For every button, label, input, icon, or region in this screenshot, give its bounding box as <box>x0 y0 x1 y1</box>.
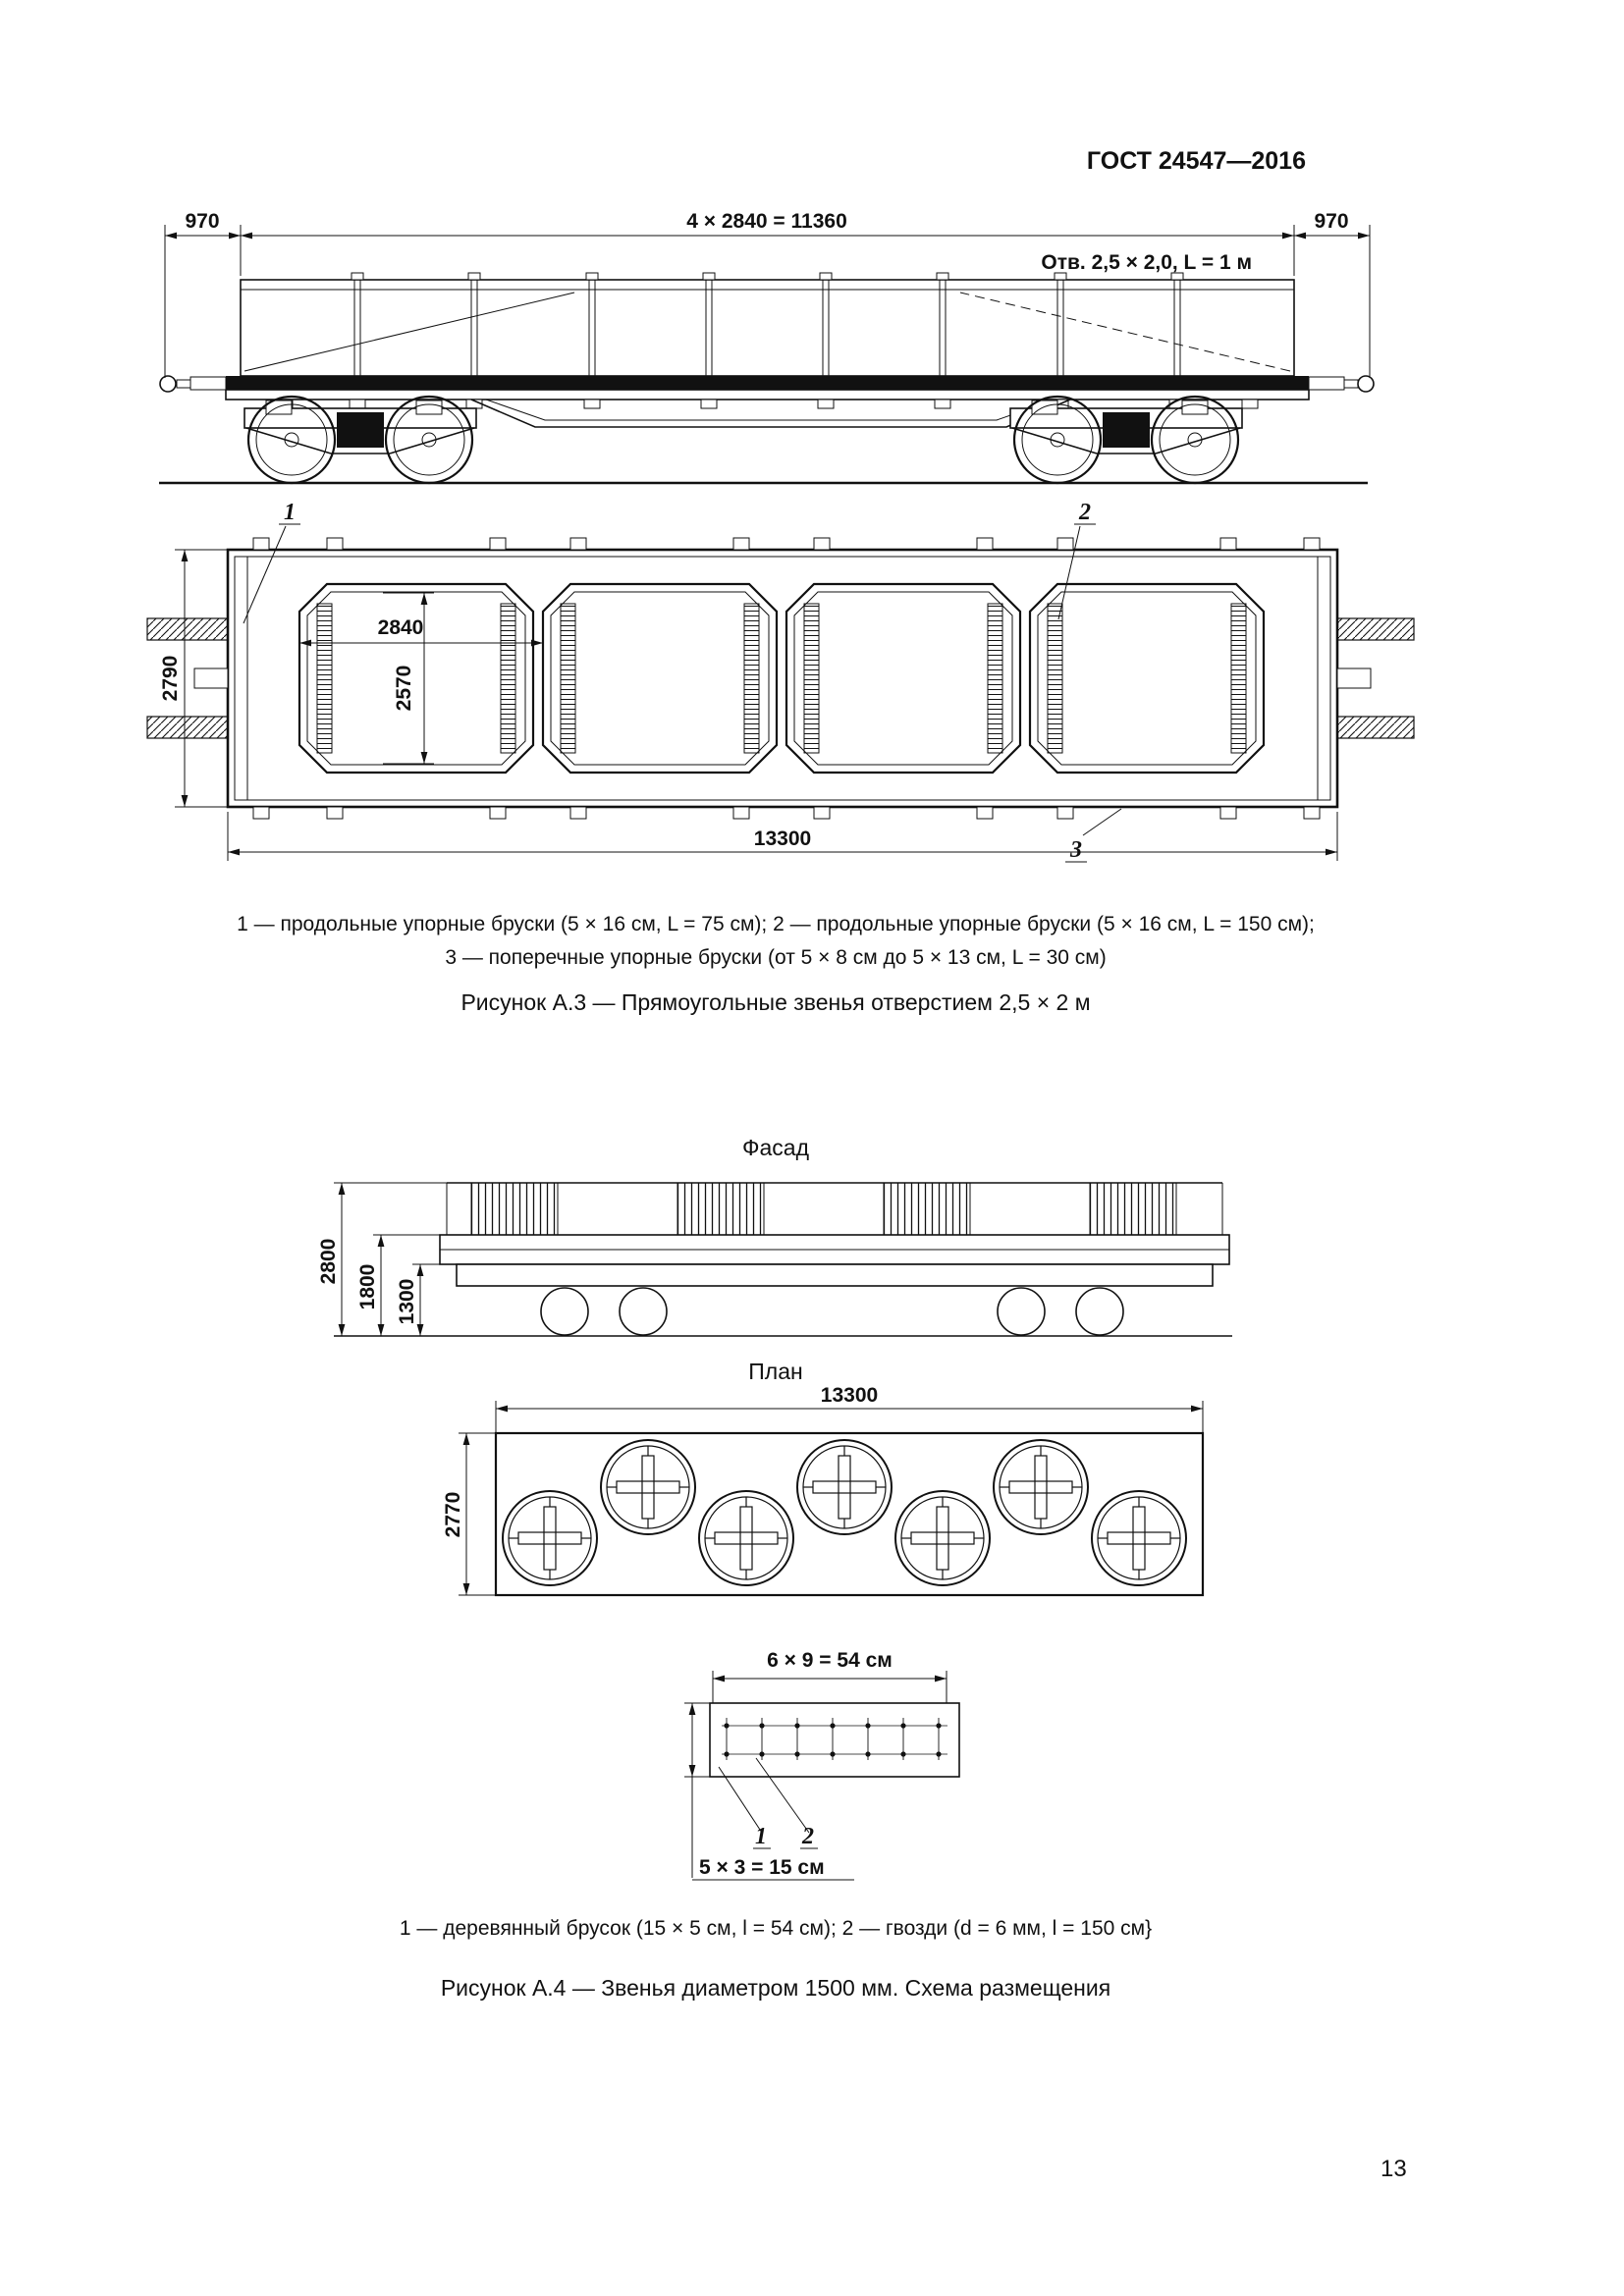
figure-a3-side-view-drawing: 970 4 × 2840 = 11360 970 Отв. 2,5 × 2,0,… <box>159 210 1375 485</box>
hole-note-label: Отв. 2,5 × 2,0, L = 1 м <box>1041 251 1252 274</box>
figure-a4-facade-drawing: 2800 1800 1300 <box>317 1182 1232 1337</box>
dim-54-label: 6 × 9 = 54 см <box>767 1649 893 1672</box>
figure-a3-legend: 1 — продольные упорные бруски (5 × 16 см… <box>157 908 1394 975</box>
wagon-side-wall <box>240 272 1295 377</box>
facade-title: Фасад <box>742 1135 809 1160</box>
load-rings-edge-view <box>446 1182 1223 1236</box>
dim-2800-label: 2800 <box>317 1239 340 1285</box>
dim-13300-label: 13300 <box>754 828 811 850</box>
dim-2570: 2570 <box>383 592 434 765</box>
figure-a4-caption: Рисунок А.4 — Звенья диаметром 1500 мм. … <box>440 1975 1111 2001</box>
top-dimension: 970 4 × 2840 = 11360 970 <box>164 210 1371 378</box>
document-header: ГОСТ 24547—2016 <box>1086 147 1306 175</box>
figure-a3-legend-line2: 3 — поперечные упорные бруски (от 5 × 8 … <box>445 946 1107 969</box>
figure-a4-detail-drawing: 6 × 9 = 54 см 5 × 3 = 15 см 1 2 <box>684 1649 960 1881</box>
callout-1: 1 <box>243 500 300 624</box>
detail-callout-2: 2 <box>755 1757 818 1849</box>
dim-970-right-label: 970 <box>1314 210 1348 233</box>
dim-970-left-label: 970 <box>185 210 219 233</box>
dim-13300-plan-label: 13300 <box>821 1384 878 1407</box>
wagon-plan-outline <box>193 548 1372 809</box>
plan-title: План <box>748 1359 803 1384</box>
bogie-left <box>243 395 478 485</box>
coupler-right <box>1308 375 1375 393</box>
detail-callout-1: 1 <box>718 1766 771 1849</box>
dim-2790: 2790 <box>159 549 228 808</box>
bogie-right <box>1008 395 1244 485</box>
svg-text:2: 2 <box>801 1824 814 1849</box>
dim-2840-label: 2840 <box>378 616 424 639</box>
figure-a4-plan-drawing: 13300 2770 <box>442 1384 1205 1597</box>
figure-a4-legend: 1 — деревянный брусок (15 × 5 см, l = 54… <box>399 1917 1153 1940</box>
dim-span-label: 4 × 2840 = 11360 <box>686 210 847 233</box>
dim-13300-plan: 13300 <box>495 1384 1204 1433</box>
svg-text:2: 2 <box>1078 500 1091 525</box>
dim-1800-label: 1800 <box>356 1264 379 1310</box>
dim-2790-label: 2790 <box>159 656 182 702</box>
svg-text:1: 1 <box>284 500 296 525</box>
dim-2770: 2770 <box>442 1432 496 1596</box>
dim-13300: 13300 <box>227 812 1338 861</box>
callout-3: 3 <box>1065 808 1122 863</box>
dim-15: 5 × 3 = 15 см <box>684 1702 854 1881</box>
coupler-left <box>159 375 227 393</box>
dim-2570-label: 2570 <box>393 666 415 712</box>
dim-54: 6 × 9 = 54 см <box>712 1649 947 1703</box>
svg-text:1: 1 <box>755 1824 767 1849</box>
dim-2800: 2800 <box>317 1182 447 1336</box>
wooden-bar <box>709 1702 960 1778</box>
dim-1300-label: 1300 <box>396 1279 418 1325</box>
page-number: 13 <box>1380 2156 1407 2182</box>
callout-2: 2 <box>1057 500 1096 620</box>
wagon-underframe <box>225 376 1310 428</box>
dim-1800: 1800 <box>356 1234 440 1336</box>
plan-outline <box>494 1431 1205 1597</box>
dim-2770-label: 2770 <box>442 1492 464 1538</box>
flatcar-facade <box>334 1234 1232 1337</box>
dim-1300: 1300 <box>396 1263 457 1336</box>
dim-15-label: 5 × 3 = 15 см <box>699 1856 825 1879</box>
figure-a3-plan-view-drawing: 2790 2840 2570 13300 1 2 3 <box>146 500 1415 863</box>
svg-text:3: 3 <box>1069 837 1082 863</box>
figure-a3-caption: Рисунок А.3 — Прямоугольные звенья отвер… <box>460 989 1091 1015</box>
figure-a3-legend-line1: 1 — продольные упорные бруски (5 × 16 см… <box>237 913 1315 935</box>
